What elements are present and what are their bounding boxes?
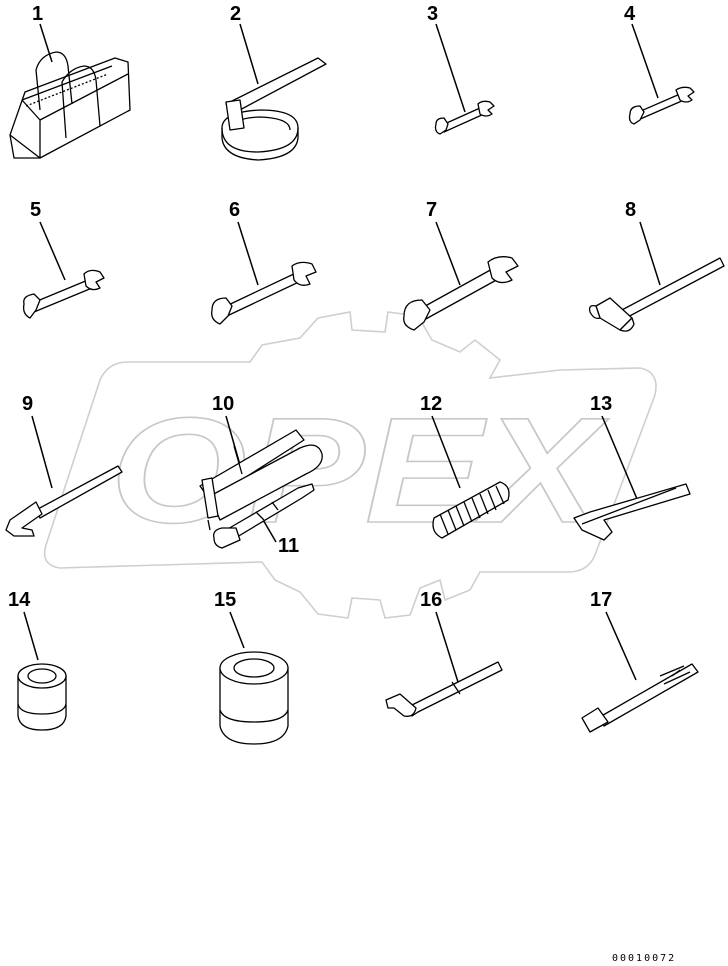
callout-16: 16 <box>420 589 442 611</box>
coil-spring <box>432 481 510 539</box>
socket-large <box>219 651 289 745</box>
callout-12: 12 <box>420 393 442 415</box>
l-handle <box>385 661 503 717</box>
leader-11 <box>261 517 277 543</box>
leader-8 <box>639 221 661 286</box>
leader-lines <box>23 23 661 683</box>
tool-bag <box>9 51 131 159</box>
grease-nozzle <box>213 483 315 549</box>
pry-bar <box>5 465 123 537</box>
leader-5 <box>39 221 66 281</box>
hex-key <box>573 483 691 541</box>
callout-4: 4 <box>624 3 636 25</box>
leader-9 <box>31 415 53 489</box>
callout-15: 15 <box>214 589 236 611</box>
callout-7: 7 <box>426 199 437 221</box>
watermark-text: OPEX <box>110 386 609 554</box>
wrench-5 <box>22 269 105 319</box>
callout-8: 8 <box>625 199 636 221</box>
leader-17 <box>605 611 637 681</box>
wrench-6 <box>211 261 317 325</box>
wrench-3 <box>434 100 495 135</box>
filter-wrench <box>221 57 327 161</box>
callout-6: 6 <box>229 199 240 221</box>
callout-14: 14 <box>8 589 31 611</box>
callout-3: 3 <box>427 3 438 25</box>
callout-2: 2 <box>230 3 241 25</box>
callout-1: 1 <box>32 3 43 25</box>
leader-2 <box>239 23 259 85</box>
callout-11: 11 <box>278 535 299 557</box>
callout-10: 10 <box>212 393 234 415</box>
callout-5: 5 <box>30 199 41 221</box>
leader-4 <box>631 23 659 99</box>
leader-14 <box>23 611 39 661</box>
socket-small <box>17 663 67 731</box>
wrench-4 <box>628 86 695 125</box>
t-bar <box>581 663 699 733</box>
leader-7 <box>435 221 461 286</box>
drawing-code: 00010072 <box>612 953 676 964</box>
watermark-gear <box>43 311 657 619</box>
callout-numbers: 1 2 3 4 5 6 7 8 9 10 11 12 13 14 15 16 1… <box>8 3 636 611</box>
watermark: OPEX <box>43 311 657 619</box>
leader-13 <box>601 415 641 507</box>
leader-1 <box>39 23 53 63</box>
callout-9: 9 <box>22 393 33 415</box>
leader-6 <box>237 221 259 286</box>
wrench-7 <box>403 256 519 331</box>
leader-16 <box>435 611 459 683</box>
grease-gun <box>199 429 323 531</box>
callout-13: 13 <box>590 393 612 415</box>
leader-12 <box>431 415 461 489</box>
callout-17: 17 <box>590 589 612 611</box>
hammer <box>588 257 725 332</box>
leader-15 <box>229 611 245 649</box>
leader-3 <box>435 23 466 113</box>
